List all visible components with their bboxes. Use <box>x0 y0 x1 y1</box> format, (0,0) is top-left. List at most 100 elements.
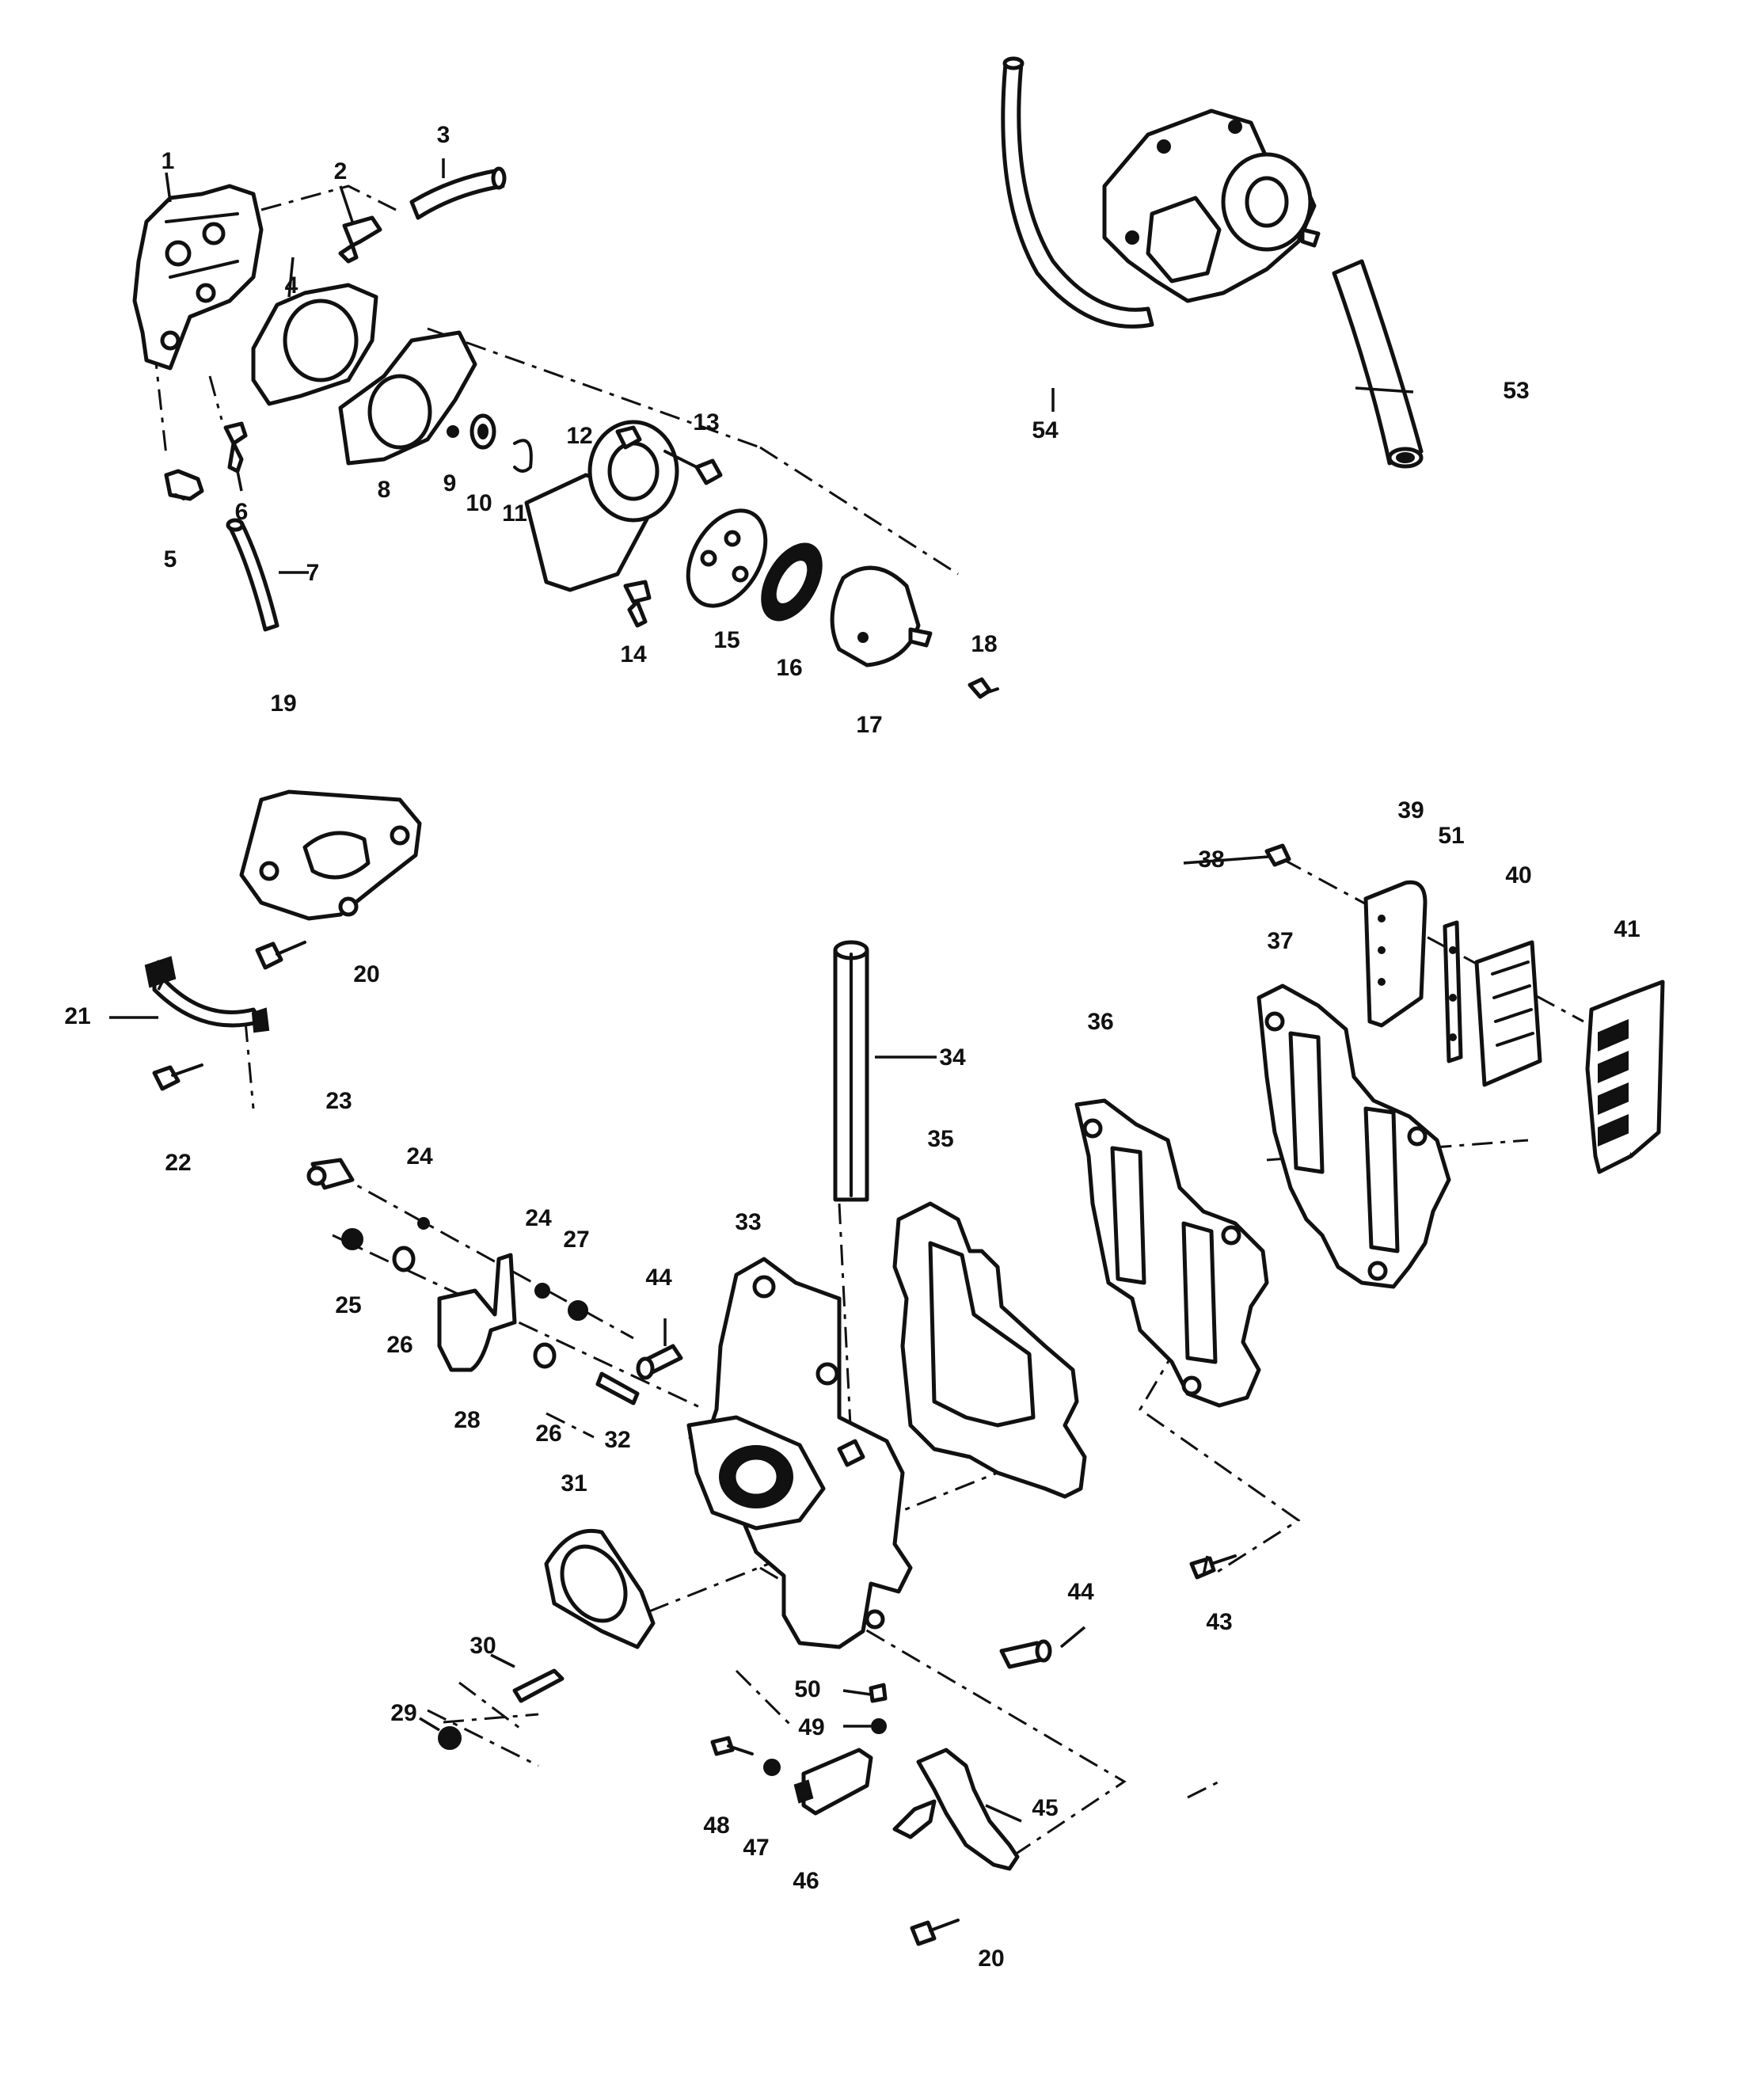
label-2: 2 <box>334 158 348 184</box>
label-16: 16 <box>776 655 802 681</box>
label-27: 27 <box>563 1227 589 1253</box>
label-40: 40 <box>1505 862 1531 888</box>
part-7-hose <box>226 518 279 632</box>
part-49-washer <box>871 1718 887 1734</box>
label-44-upper: 44 <box>645 1265 672 1291</box>
label-20-lower: 20 <box>978 1946 1004 1972</box>
label-5: 5 <box>164 546 177 572</box>
part-24-washer-b <box>534 1283 550 1299</box>
part-47-washer <box>763 1759 781 1776</box>
label-20-upper: 20 <box>353 961 379 987</box>
part-labels: 1 2 3 4 5 6 7 8 9 10 11 12 13 14 15 16 1… <box>64 122 1640 1972</box>
label-39: 39 <box>1397 797 1424 823</box>
part-39-reed-stop <box>1363 880 1428 1028</box>
label-38: 38 <box>1198 846 1224 873</box>
label-45: 45 <box>1032 1795 1058 1821</box>
label-47: 47 <box>743 1835 769 1861</box>
label-30: 30 <box>470 1633 496 1659</box>
part-13-screw <box>663 450 723 485</box>
part-30-stud <box>512 1668 565 1703</box>
part-44-screw-upper <box>636 1344 683 1380</box>
label-37: 37 <box>1267 928 1293 954</box>
label-13: 13 <box>693 409 719 436</box>
part-16-diaphragm <box>761 542 823 622</box>
part-44-screw-lower <box>999 1639 1052 1669</box>
part-8-gasket <box>338 330 477 466</box>
label-28: 28 <box>454 1407 480 1433</box>
part-29-nut <box>438 1726 462 1750</box>
label-48: 48 <box>703 1812 729 1839</box>
label-46: 46 <box>793 1868 819 1894</box>
part-31-gasket <box>544 1528 656 1649</box>
label-50: 50 <box>794 1676 820 1702</box>
part-4-gasket <box>251 283 378 406</box>
part-28-lever <box>437 1253 517 1372</box>
part-35-gasket <box>892 1201 1087 1499</box>
part-20-screw-lower <box>910 1919 960 1946</box>
label-25: 25 <box>335 1292 361 1318</box>
part-19-bracket <box>239 789 422 921</box>
label-14: 14 <box>620 641 647 668</box>
part-48-screw <box>710 1736 754 1756</box>
label-49: 49 <box>798 1714 824 1740</box>
label-32: 32 <box>604 1427 630 1453</box>
part-2-fitting <box>338 215 382 264</box>
label-11: 11 <box>502 500 527 527</box>
part-53-hose <box>1332 259 1424 469</box>
label-24-a: 24 <box>406 1143 433 1170</box>
label-53: 53 <box>1503 378 1529 404</box>
part-33-carburetor-body <box>686 1257 913 1649</box>
label-23: 23 <box>325 1088 352 1114</box>
part-1-pump-body <box>132 184 264 371</box>
part-24-washer-a <box>417 1217 430 1230</box>
label-36: 36 <box>1087 1009 1113 1035</box>
part-41-reed-block <box>1585 979 1665 1174</box>
label-24-b: 24 <box>525 1205 552 1231</box>
part-25-nut <box>341 1228 363 1250</box>
label-26-b: 26 <box>535 1421 561 1447</box>
label-12: 12 <box>566 423 592 449</box>
label-31: 31 <box>561 1470 587 1497</box>
part-45-lever <box>892 1748 1020 1871</box>
part-38-screw <box>1264 843 1291 867</box>
label-10: 10 <box>466 490 492 516</box>
part-46-switch <box>793 1748 873 1816</box>
part-22-screw <box>152 1063 203 1091</box>
part-17-cover <box>830 565 933 668</box>
label-6: 6 <box>235 499 249 525</box>
part-14-fitting <box>623 580 652 628</box>
part-11-retainer-ring <box>513 439 533 473</box>
part-50-screw <box>869 1683 888 1703</box>
part-5-screw <box>164 469 204 501</box>
label-21: 21 <box>64 1003 90 1029</box>
label-17: 17 <box>856 712 882 738</box>
part-54-hose <box>1001 56 1154 329</box>
label-33: 33 <box>735 1209 761 1235</box>
part-27-nut <box>568 1300 588 1321</box>
label-7: 7 <box>306 560 320 586</box>
label-3: 3 <box>437 122 451 148</box>
label-51: 51 <box>1438 823 1464 849</box>
part-40-reed <box>1474 940 1542 1087</box>
label-26-a: 26 <box>386 1332 412 1358</box>
label-8: 8 <box>378 477 391 503</box>
part-43-screw <box>1189 1554 1237 1580</box>
part-15-plate <box>686 508 768 608</box>
part-6-fitting <box>223 421 248 474</box>
part-26-washer-b <box>533 1342 557 1369</box>
part-18-screw <box>968 677 999 699</box>
label-35: 35 <box>927 1126 953 1152</box>
part-21-clamp <box>144 956 270 1033</box>
label-15: 15 <box>713 627 739 653</box>
label-1: 1 <box>162 148 175 174</box>
part-36-gasket <box>1074 1098 1269 1408</box>
label-19: 19 <box>270 690 296 717</box>
label-18: 18 <box>971 631 997 657</box>
label-41: 41 <box>1614 916 1640 942</box>
part-51-spacer <box>1443 920 1463 1063</box>
label-44-lower: 44 <box>1067 1579 1094 1605</box>
part-3-hose <box>409 166 507 220</box>
part-37-gasket <box>1256 983 1451 1289</box>
